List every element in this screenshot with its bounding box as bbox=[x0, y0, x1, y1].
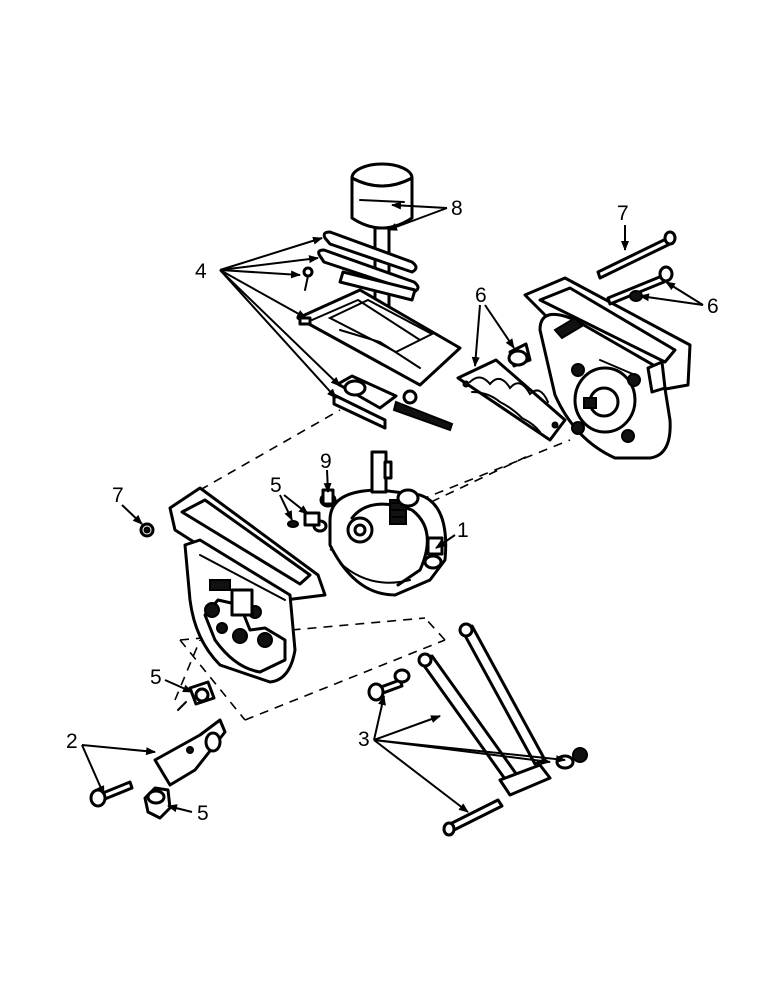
detent-plate bbox=[456, 342, 567, 442]
shifter-body bbox=[312, 450, 448, 597]
through-bolts-right bbox=[596, 230, 677, 306]
right-housing-half bbox=[523, 276, 692, 460]
callout-6-right: 6 bbox=[707, 295, 719, 318]
linkage-rods bbox=[367, 622, 588, 837]
callout-9: 9 bbox=[320, 450, 332, 473]
callout-7-left: 7 bbox=[112, 484, 124, 507]
callout-5-bottom: 5 bbox=[197, 802, 209, 825]
callout-5-lower-left: 5 bbox=[150, 666, 162, 689]
callout-1: 1 bbox=[457, 519, 469, 542]
callout-2: 2 bbox=[66, 730, 78, 753]
gate-plate-assembly bbox=[296, 230, 462, 432]
callout-3: 3 bbox=[358, 728, 370, 751]
callout-7-top: 7 bbox=[617, 202, 629, 225]
callout-8: 8 bbox=[451, 197, 463, 220]
callout-4: 4 bbox=[195, 260, 207, 283]
left-housing-half bbox=[168, 486, 327, 684]
callout-5-middle: 5 bbox=[270, 474, 282, 497]
leader-lines bbox=[81, 201, 704, 813]
callout-labels: 8 7 4 6 6 9 5 7 1 5 2 3 5 bbox=[66, 197, 719, 825]
callout-6-middle: 6 bbox=[475, 284, 487, 307]
